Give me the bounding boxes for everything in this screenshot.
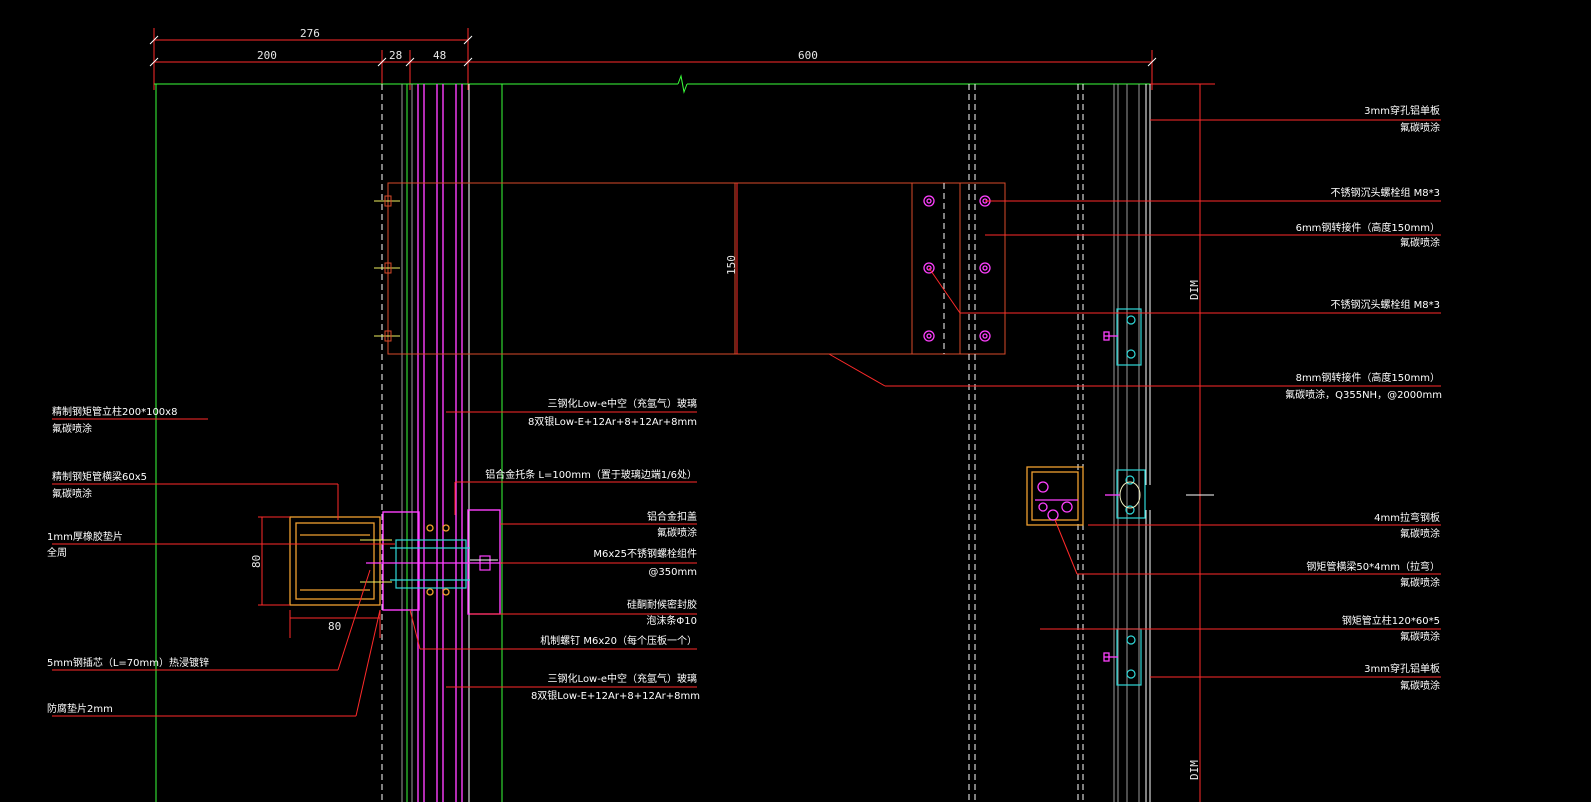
label-perforated-panel-top: 3mm穿孔铝单板 xyxy=(1364,104,1440,117)
label-rubber-pad: 1mm厚橡胶垫片 xyxy=(47,530,123,543)
label-6mm-bracket: 6mm钢转接件（高度150mm） xyxy=(1296,221,1440,234)
left-leader-lines xyxy=(52,418,395,717)
center-leader-lines xyxy=(409,411,697,688)
dim-276: 276 xyxy=(300,27,320,40)
label-steel-tube-column-finish: 氟碳喷涂 xyxy=(1400,630,1440,643)
label-setting-block: 铝合金托条 L=100mm（置于玻璃边端1/6处） xyxy=(485,468,697,481)
label-steel-tube-transom-finish: 氟碳喷涂 xyxy=(1400,576,1440,589)
label-glass-lower: 三钢化Low-e中空（充氩气）玻璃 xyxy=(548,672,697,685)
cyan-clip-lower[interactable] xyxy=(1103,628,1142,686)
label-perforated-panel-top-finish: 氟碳喷涂 xyxy=(1400,121,1440,134)
label-steel-insert: 5mm钢插芯（L=70mm）热浸镀锌 xyxy=(47,656,209,669)
label-8mm-bracket: 8mm钢转接件（高度150mm） xyxy=(1296,371,1440,384)
dim-48: 48 xyxy=(433,49,446,62)
label-countersunk-bolts-2: 不锈钢沉头螺栓组 M8*3 xyxy=(1330,298,1440,311)
left-column-lines xyxy=(155,84,503,802)
label-bent-steel-plate-finish: 氟碳喷涂 xyxy=(1400,527,1440,540)
dim-200: 200 xyxy=(257,49,277,62)
bracket-bolts xyxy=(923,195,991,342)
right-structure-lines xyxy=(968,84,1214,802)
label-8mm-bracket-spec: 氟碳喷涂，Q355NH，@2000mm xyxy=(1285,388,1442,401)
label-steel-tube-column: 钢矩管立柱120*60*5 xyxy=(1342,614,1440,627)
right-leader-lines xyxy=(828,119,1441,678)
dim-150: 150 xyxy=(725,255,738,275)
steel-tube-50x4[interactable] xyxy=(1026,466,1084,526)
label-rubber-pad-note: 全周 xyxy=(47,546,67,559)
label-steel-transom: 精制钢矩管横梁60x5 xyxy=(52,470,147,483)
dim-label-lower: DIM xyxy=(1188,760,1201,780)
label-cover-cap-finish: 氟碳喷涂 xyxy=(657,526,697,539)
cyan-clip-upper[interactable] xyxy=(1103,308,1142,366)
label-perforated-panel-bottom-finish: 氟碳喷涂 xyxy=(1400,679,1440,692)
glazing-pressure-assembly[interactable] xyxy=(360,509,502,615)
label-steel-tube-transom: 钢矩管横梁50*4mm（拉弯） xyxy=(1306,560,1440,573)
dim-label-upper: DIM xyxy=(1188,280,1201,300)
bracket-anchor-screws xyxy=(374,195,400,342)
dim-28: 28 xyxy=(389,49,402,62)
top-dimension-lines xyxy=(149,28,1157,90)
label-perforated-panel-bottom: 3mm穿孔铝单板 xyxy=(1364,662,1440,675)
label-bent-steel-plate: 4mm拉弯钢板 xyxy=(1374,511,1440,524)
label-cover-cap: 铝合金扣盖 xyxy=(647,510,697,523)
label-glass-lower-spec: 8双银Low-E+12Ar+8+12Ar+8mm xyxy=(531,689,700,702)
steel-transom-60x5[interactable] xyxy=(289,516,381,606)
label-anticorrosion-pad: 防腐垫片2mm xyxy=(47,702,113,715)
label-countersunk-bolts-1: 不锈钢沉头螺栓组 M8*3 xyxy=(1330,186,1440,199)
dim-80-vertical: 80 xyxy=(250,555,263,568)
label-bolt-spacing: @350mm xyxy=(648,567,697,578)
label-bolt-assembly: M6x25不锈钢螺栓组件 xyxy=(593,547,697,560)
label-steel-mullion-finish: 氟碳喷涂 xyxy=(52,422,92,435)
cyan-clip-middle[interactable] xyxy=(1105,469,1146,519)
label-machine-screw: 机制螺钉 M6x20（每个压板一个） xyxy=(540,634,697,647)
label-steel-mullion: 精制钢矩管立柱200*100x8 xyxy=(52,405,177,418)
label-6mm-bracket-finish: 氟碳喷涂 xyxy=(1400,236,1440,249)
steel-bracket-150[interactable] xyxy=(387,182,1006,355)
label-glass-upper-spec: 8双银Low-E+12Ar+8+12Ar+8mm xyxy=(528,415,697,428)
dim-80-horizontal: 80 xyxy=(328,620,341,633)
label-sealant: 硅酮耐候密封胶 xyxy=(627,598,697,611)
top-boundary-line xyxy=(154,74,1215,94)
label-foam-rod: 泡沫条Φ10 xyxy=(646,614,697,627)
label-glass-upper: 三钢化Low-e中空（充氩气）玻璃 xyxy=(548,397,697,410)
transom-dimensions xyxy=(258,516,381,638)
label-steel-transom-finish: 氟碳喷涂 xyxy=(52,487,92,500)
dim-600: 600 xyxy=(798,49,818,62)
